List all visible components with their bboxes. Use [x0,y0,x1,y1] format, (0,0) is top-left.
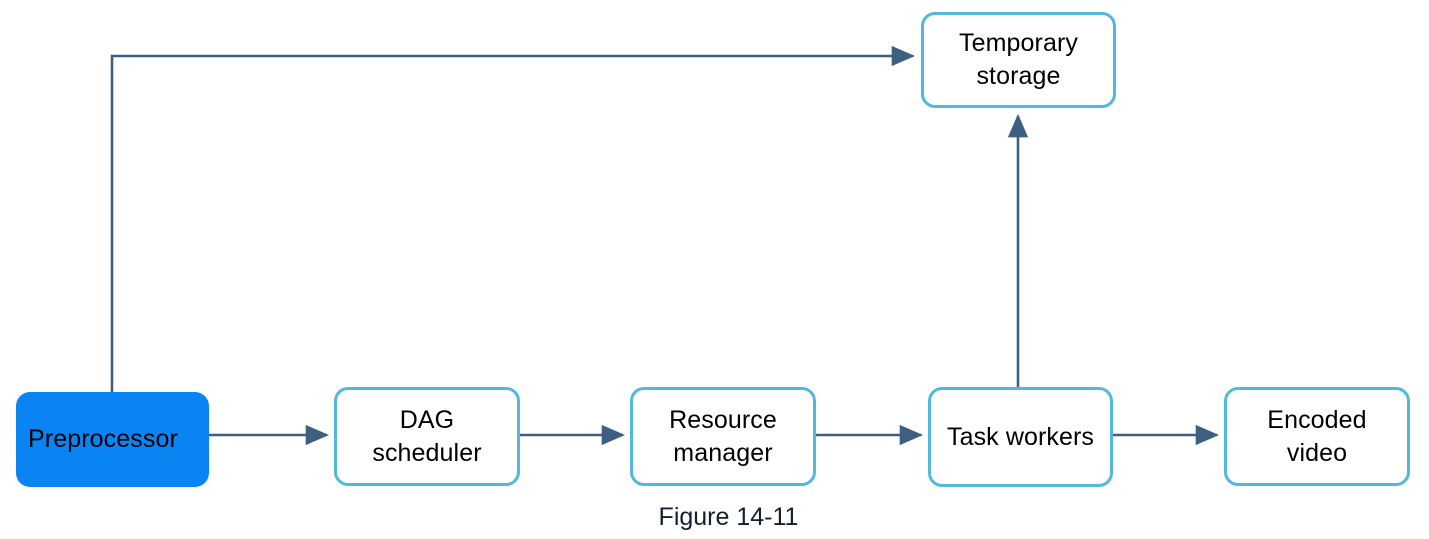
node-task-workers-label: Task workers [946,422,1095,451]
node-preprocessor[interactable]: Preprocessor [16,392,209,487]
node-temporary-storage[interactable]: Temporary storage [921,12,1116,108]
node-preprocessor-label: Preprocessor [28,425,178,453]
node-temporary-storage-label: Temporary storage [959,29,1078,90]
node-resource-manager-label: Resource manager [669,405,777,467]
figure-caption: Figure 14-11 [0,503,1429,532]
node-encoded-video-label: Encoded video [1267,405,1367,467]
figure-caption-text: Figure 14-11 [658,503,799,531]
connector-preprocessor-to-temporary-storage [110,45,916,392]
node-dag-scheduler-label: DAG scheduler [372,405,482,467]
node-encoded-video[interactable]: Encoded video [1224,387,1410,486]
node-task-workers[interactable]: Task workers [928,387,1113,487]
node-resource-manager[interactable]: Resource manager [630,387,816,486]
node-dag-scheduler[interactable]: DAG scheduler [334,387,520,486]
